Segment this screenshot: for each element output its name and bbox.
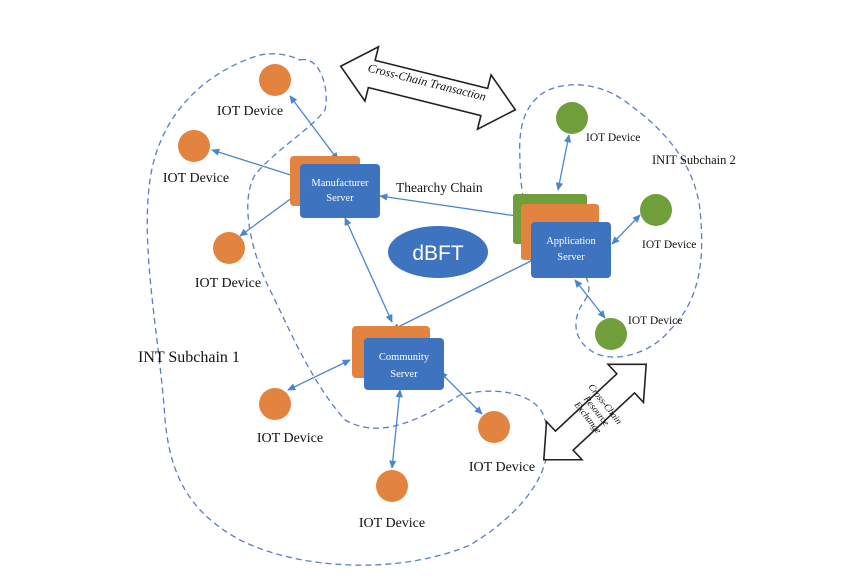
iot-device-2: IOT Device <box>163 130 229 186</box>
cross-chain-transaction-arrow: Cross-Chain Transaction <box>339 45 517 131</box>
link-application-device-bottom <box>574 279 606 319</box>
iot-device-4-label: IOT Device <box>257 431 323 446</box>
link-manufacturer-application <box>379 193 531 221</box>
link-community-device-bottom <box>389 389 403 469</box>
manufacturer-server-label-2: Server <box>326 193 354 204</box>
int-subchain-1-label: INT Subchain 1 <box>138 349 240 366</box>
community-server: Community Server <box>352 326 444 390</box>
int-subchain-2-label: INIT Subchain 2 <box>652 153 736 167</box>
manufacturer-server-label-1: Manufacturer <box>311 178 369 189</box>
link-community-device-right <box>439 371 483 415</box>
iot-device-1: IOT Device <box>217 64 291 119</box>
community-server-label-1: Community <box>379 352 430 363</box>
iot-device-5: IOT Device <box>359 470 425 531</box>
dbft-label: dBFT <box>412 242 464 265</box>
iot-device-3: IOT Device <box>195 232 261 291</box>
cross-chain-resource-arrow: Cross-Chain Resource Exchange <box>542 363 648 461</box>
iot-device-9: IOT Device <box>595 315 682 350</box>
iot-device-2-label: IOT Device <box>163 171 229 186</box>
iot-device-8: IOT Device <box>640 194 696 251</box>
link-manufacturer-device-top <box>289 95 339 161</box>
link-manufacturer-device-left <box>211 148 301 180</box>
iot-device-8-label: IOT Device <box>642 239 696 251</box>
application-server: Application Server <box>513 194 611 278</box>
iot-device-3-label: IOT Device <box>195 276 261 291</box>
application-server-label-1: Application <box>546 236 596 247</box>
community-server-label-2: Server <box>390 369 418 380</box>
manufacturer-server: Manufacturer Server <box>290 156 380 218</box>
iot-device-9-label: IOT Device <box>628 315 682 327</box>
iot-device-5-label: IOT Device <box>359 516 425 531</box>
link-community-device-left <box>287 359 351 391</box>
iot-device-6: IOT Device <box>469 411 535 475</box>
hierarchy-chain-label: Thearchy Chain <box>396 180 483 195</box>
application-server-label-2: Server <box>557 252 585 263</box>
link-manufacturer-community <box>344 217 393 323</box>
link-application-device-top <box>555 134 572 191</box>
iot-device-6-label: IOT Device <box>469 460 535 475</box>
int-subchain-1-boundary <box>146 53 549 566</box>
iot-device-7: IOT Device <box>556 102 640 144</box>
dbft-consensus-ellipse <box>388 226 488 278</box>
iot-device-1-label: IOT Device <box>217 104 283 119</box>
link-application-community <box>391 257 538 331</box>
link-application-device-right <box>611 214 641 245</box>
iot-device-7-label: IOT Device <box>586 132 640 144</box>
iot-device-4: IOT Device <box>257 388 323 446</box>
